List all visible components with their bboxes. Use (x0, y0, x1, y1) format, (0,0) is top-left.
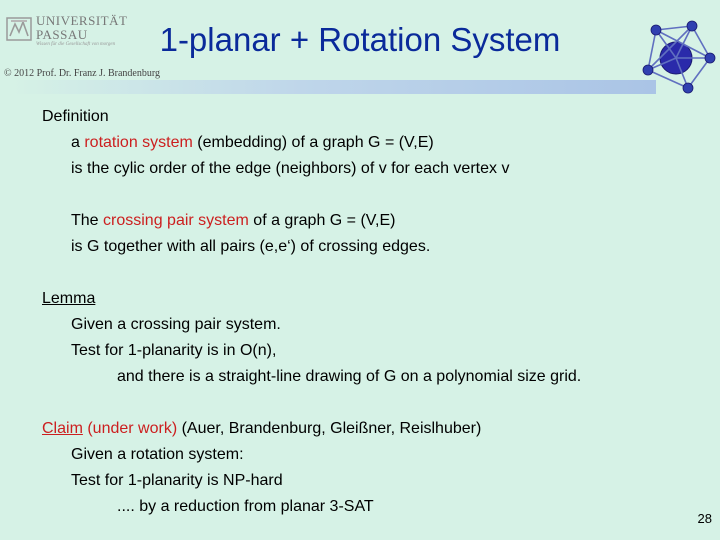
university-tagline: Wissen für die Gesellschaft von morgen (36, 42, 116, 47)
lemma-line: and there is a straight-line drawing of … (117, 368, 582, 385)
claim-heading: Claim (under work) (Auer, Brandenburg, G… (42, 420, 482, 437)
definition-line: is the cylic order of the edge (neighbor… (71, 160, 510, 177)
slide-title: 1-planar + Rotation System (159, 21, 561, 58)
definition-line: is G together with all pairs (e,e‘) of c… (71, 238, 431, 255)
term-rotation-system: rotation system (84, 134, 193, 151)
lemma-line: Given a crossing pair system. (71, 316, 281, 333)
claim-line: Given a rotation system: (71, 446, 244, 463)
claim-line: .... by a reduction from planar 3-SAT (117, 498, 374, 515)
university-crest-icon (6, 17, 32, 41)
title-underline-bar (10, 80, 656, 94)
term-crossing-pair-system: crossing pair system (103, 212, 249, 229)
page-number: 28 (697, 511, 712, 526)
graph-network-icon (642, 20, 716, 94)
copyright-notice: © 2012 Prof. Dr. Franz J. Brandenburg (4, 68, 161, 79)
lemma-line: Test for 1-planarity is in O(n), (71, 342, 277, 359)
claim-line: Test for 1-planarity is NP-hard (71, 472, 283, 489)
definition-line: The crossing pair system of a graph G = … (71, 212, 396, 229)
slide-body: Definition a rotation system (embedding)… (42, 104, 702, 520)
lemma-heading: Lemma (42, 290, 96, 307)
definition-heading: Definition (42, 108, 109, 125)
definition-line: a rotation system (embedding) of a graph… (71, 134, 434, 151)
